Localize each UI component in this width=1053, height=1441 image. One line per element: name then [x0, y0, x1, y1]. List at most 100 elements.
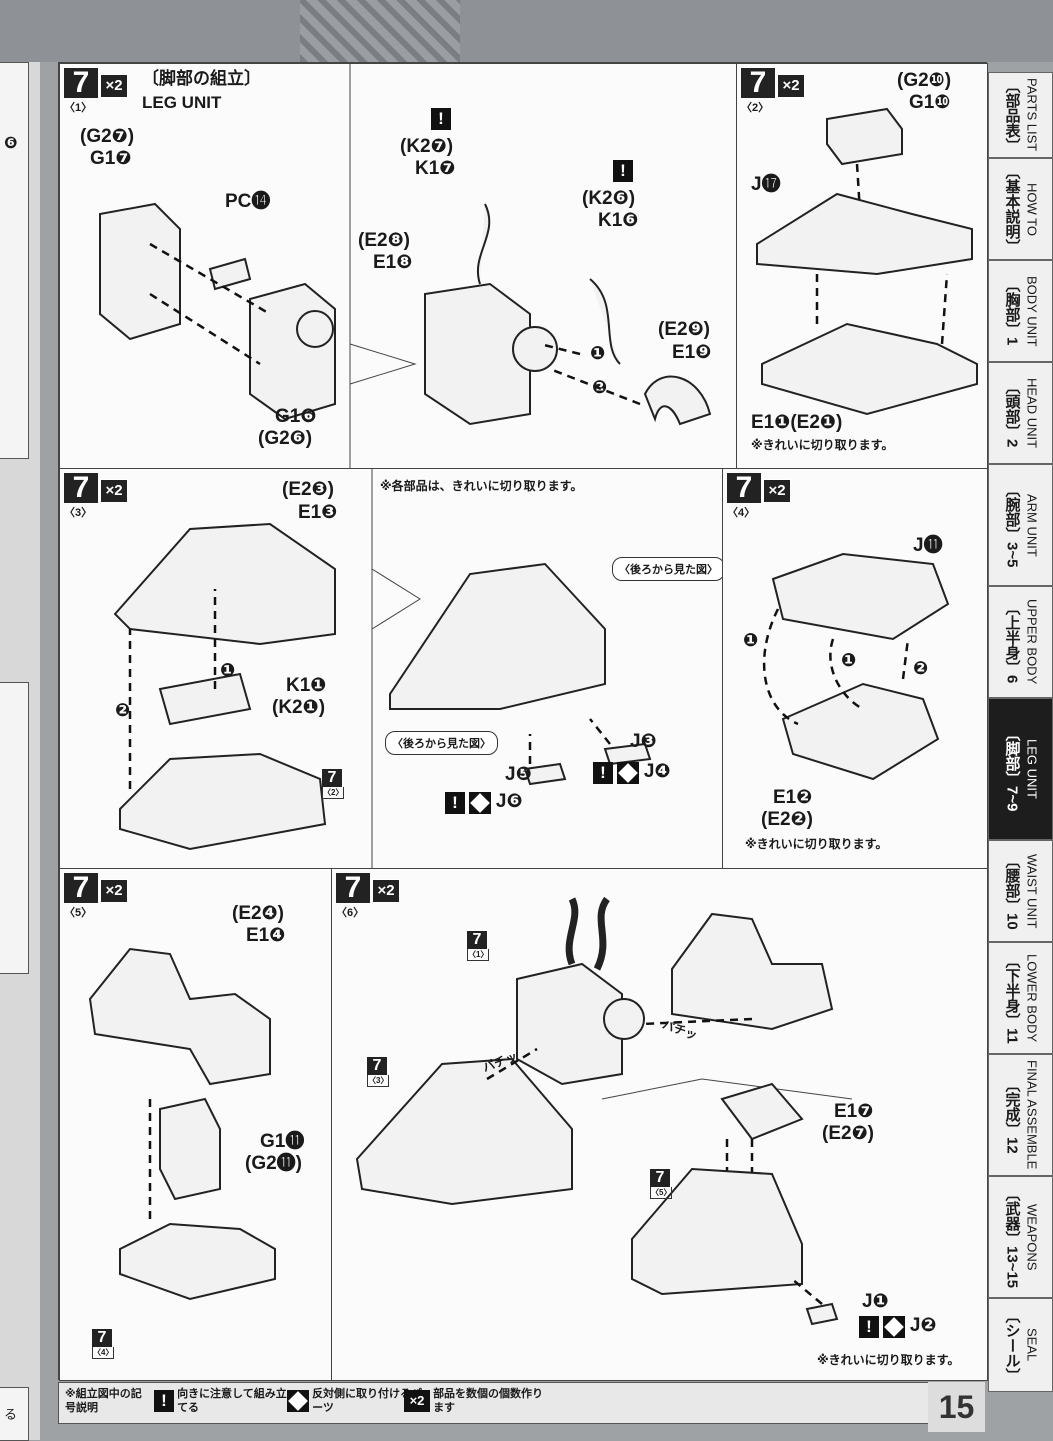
part-label: J⓫: [913, 535, 943, 556]
step-badge: 7 ×2 〈6〉: [336, 873, 400, 920]
symbol-legend: ※組立図中の記号説明 ! 向きに注意して組み立てる 反対側に取り付けるパーツ ×…: [58, 1382, 930, 1424]
part-label: (G2❻): [258, 428, 313, 449]
part-label: (E2❾): [658, 319, 710, 340]
tab-seal[interactable]: 〔シール〕SEAL: [988, 1298, 1053, 1392]
cut-note: ※きれいに切り取ります。: [745, 837, 888, 851]
panel-step-7-3: 7 ×2 〈3〉 (E2❸) E1❸ K1❶ (K2❶) ❶ ❷ ※各部品は、き…: [59, 468, 724, 870]
substep-label: 〈4〉: [727, 507, 756, 519]
left-page-panel: ❻: [0, 62, 29, 459]
step-arrow-label: ❶: [590, 343, 606, 363]
reference-step-number: 7: [650, 1169, 670, 1187]
reverse-side-icon: [287, 1390, 309, 1412]
reference-step-badge: 7 〈2〉: [322, 769, 345, 799]
part-label: K1❼: [415, 158, 456, 179]
tab-label-en: LOWER BODY: [1024, 953, 1040, 1043]
tab-label-jp: 〔武器〕13~15: [1003, 1185, 1021, 1289]
back-view-callout: 〈後ろから見た図〉: [385, 731, 498, 755]
multiplier-icon: ×2: [100, 879, 128, 903]
part-label: (K2❻): [582, 188, 636, 209]
tab-label-en: SEAL: [1024, 1328, 1040, 1362]
reverse-side-note: ! J❻: [445, 791, 523, 814]
instruction-page: 7 ×2 〈1〉 〔脚部の組立〕 LEG UNIT (G2❼) G1❼ PC⓮ …: [58, 62, 988, 1381]
panel-1-illustration: [99, 64, 712, 469]
reference-step-badge: 7 〈3〉: [367, 1057, 390, 1087]
step-badge: 7 ×2 〈1〉: [64, 68, 128, 115]
tab-label-en: ARM UNIT: [1024, 493, 1040, 557]
step-arrow-label: ❷: [913, 658, 929, 678]
part-label: E1❷: [773, 787, 813, 808]
legend-text: 反対側に取り付けるパーツ: [312, 1388, 423, 1414]
tab-how-to[interactable]: 〔基本説明〕HOW TO: [988, 158, 1053, 260]
step-badge: 7 ×2 〈5〉: [64, 873, 128, 920]
reverse-side-icon: [617, 761, 640, 784]
legend-item: 反対側に取り付けるパーツ: [287, 1387, 422, 1415]
tab-label-jp: 〔下半身〕11: [1003, 952, 1021, 1044]
legend-item: ×2 部品を数個の個数作ります: [404, 1387, 543, 1415]
part-label: (E2❽): [358, 230, 410, 251]
panel-5-illustration: [88, 947, 276, 1301]
orientation-warning-icon: !: [431, 108, 451, 130]
tab-label-jp: 〔胸部〕1: [1003, 276, 1021, 346]
reference-step-badge: 7 〈5〉: [650, 1169, 673, 1199]
reference-step-number: 7: [367, 1057, 387, 1075]
back-view-callout: 〈後ろから見た図〉: [612, 557, 723, 581]
panel-2-illustration: [756, 107, 978, 416]
tab-label-en: WEAPONS: [1024, 1203, 1040, 1271]
section-subtitle: LEG UNIT: [142, 93, 222, 112]
reference-step-number: 7: [467, 931, 487, 949]
part-label: PC⓮: [225, 191, 271, 212]
part-label: K1❻: [598, 210, 639, 231]
tab-parts-list[interactable]: 〔部品表〕PARTS LIST: [988, 72, 1053, 158]
orientation-warning-icon: !: [593, 761, 613, 784]
section-title: 〔脚部の組立〕: [142, 69, 261, 88]
step-number: 7: [64, 68, 98, 98]
tab-label-en: PARTS LIST: [1024, 78, 1040, 152]
part-label: J❻: [495, 791, 523, 812]
multiplier-icon: ×2: [100, 74, 128, 98]
tab-label-jp: 〔腰部〕10: [1003, 852, 1021, 930]
part-label: E1❹: [246, 925, 286, 946]
tab-label-en: FINAL ASSEMBLE: [1024, 1060, 1040, 1170]
step-arrow-label: ❶: [743, 630, 759, 650]
tab-label-jp: 〔頭部〕2: [1003, 378, 1021, 448]
legend-text: 向きに注意して組み立てる: [177, 1388, 287, 1414]
part-label: (E2❹): [232, 903, 284, 924]
part-label: J❺: [505, 764, 532, 785]
tab-label-jp: 〔シール〕: [1003, 1307, 1021, 1383]
cut-note: ※各部品は、きれいに切り取ります。: [380, 479, 583, 493]
reverse-side-note: ! J❹: [593, 761, 671, 784]
part-label: J❷: [909, 1315, 937, 1336]
part-label: J⓱: [751, 174, 781, 195]
part-label: (E2❷): [761, 809, 813, 830]
reference-substep: 〈2〉: [322, 787, 345, 799]
tab-label-en: BODY UNIT: [1024, 275, 1040, 347]
step-number: 7: [727, 473, 761, 503]
orientation-warning-icon: !: [154, 1390, 174, 1412]
tab-label-jp: 〔部品表〕: [1003, 77, 1021, 153]
part-label: E1❸: [298, 502, 338, 523]
left-page-panel: る: [0, 1387, 29, 1441]
panel-6-illustration: [355, 896, 853, 1326]
step-arrow-label: ❶: [220, 660, 236, 680]
background-strip: [0, 0, 1053, 62]
part-label: G1❿: [909, 92, 951, 113]
step-number: 7: [741, 68, 775, 98]
part-label: G1❻: [275, 406, 317, 427]
tab-label-jp: 〔基本説明〕: [1003, 164, 1021, 254]
part-label: (K2❶): [272, 697, 326, 718]
step-badge: 7 ×2 〈3〉: [64, 473, 128, 520]
step-arrow-label: ❶: [841, 650, 857, 670]
page-number: 15: [928, 1382, 985, 1432]
multiplier-icon: ×2: [763, 479, 791, 503]
reference-substep: 〈4〉: [92, 1347, 115, 1359]
previous-page-edge: ❻ る: [0, 62, 40, 1441]
